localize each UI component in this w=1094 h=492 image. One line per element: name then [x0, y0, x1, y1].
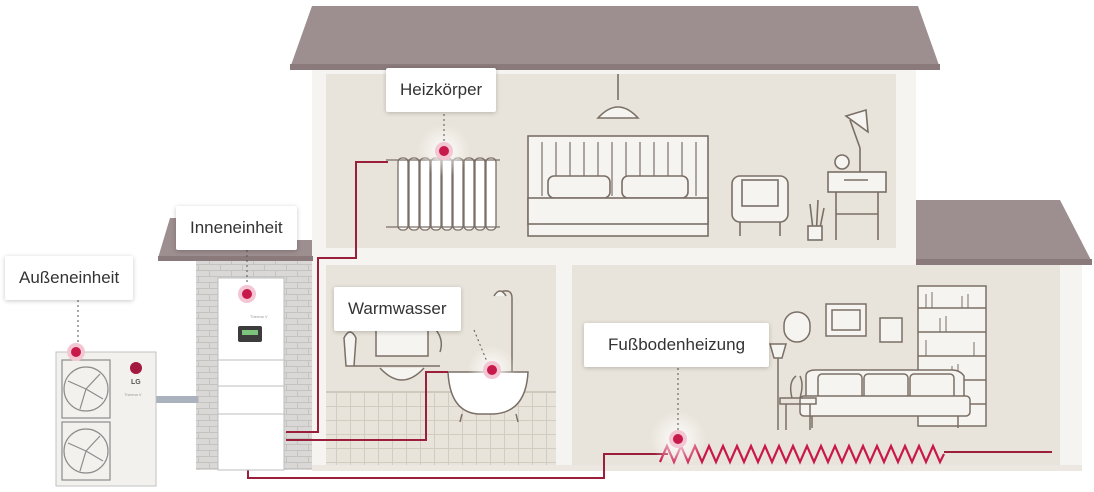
- hotspot-radiator[interactable]: [435, 142, 453, 160]
- floor-heating-coil: [658, 443, 945, 465]
- label-floor-heating[interactable]: Fußbodenheizung: [584, 323, 770, 367]
- hotspot-indoor-unit[interactable]: [238, 285, 256, 303]
- hotspot-hot-water[interactable]: [483, 361, 501, 379]
- label-radiator[interactable]: Heizkörper: [386, 68, 497, 112]
- outdoor-unit-series: Therma V: [124, 392, 142, 397]
- outdoor-unit-illustration: LG Therma V: [55, 351, 157, 487]
- living-room: [572, 265, 1060, 470]
- indoor-unit-illustration: LG Therma V: [217, 277, 285, 471]
- hotspot-floor-heating[interactable]: [669, 430, 687, 448]
- outdoor-unit-brand: LG: [131, 379, 141, 386]
- bedroom-furniture: [527, 74, 887, 241]
- label-hot-water[interactable]: Warmwasser: [334, 287, 461, 331]
- refrigerant-pipe: [156, 396, 198, 403]
- indoor-unit-series: Therma V: [250, 314, 268, 319]
- label-outdoor-unit[interactable]: Außeneinheit: [5, 256, 134, 300]
- living-room-furniture: [769, 285, 987, 430]
- heating-pipes: [247, 161, 1052, 479]
- hotspot-outdoor-unit[interactable]: [67, 343, 85, 361]
- label-indoor-unit[interactable]: Inneneinheit: [176, 206, 297, 250]
